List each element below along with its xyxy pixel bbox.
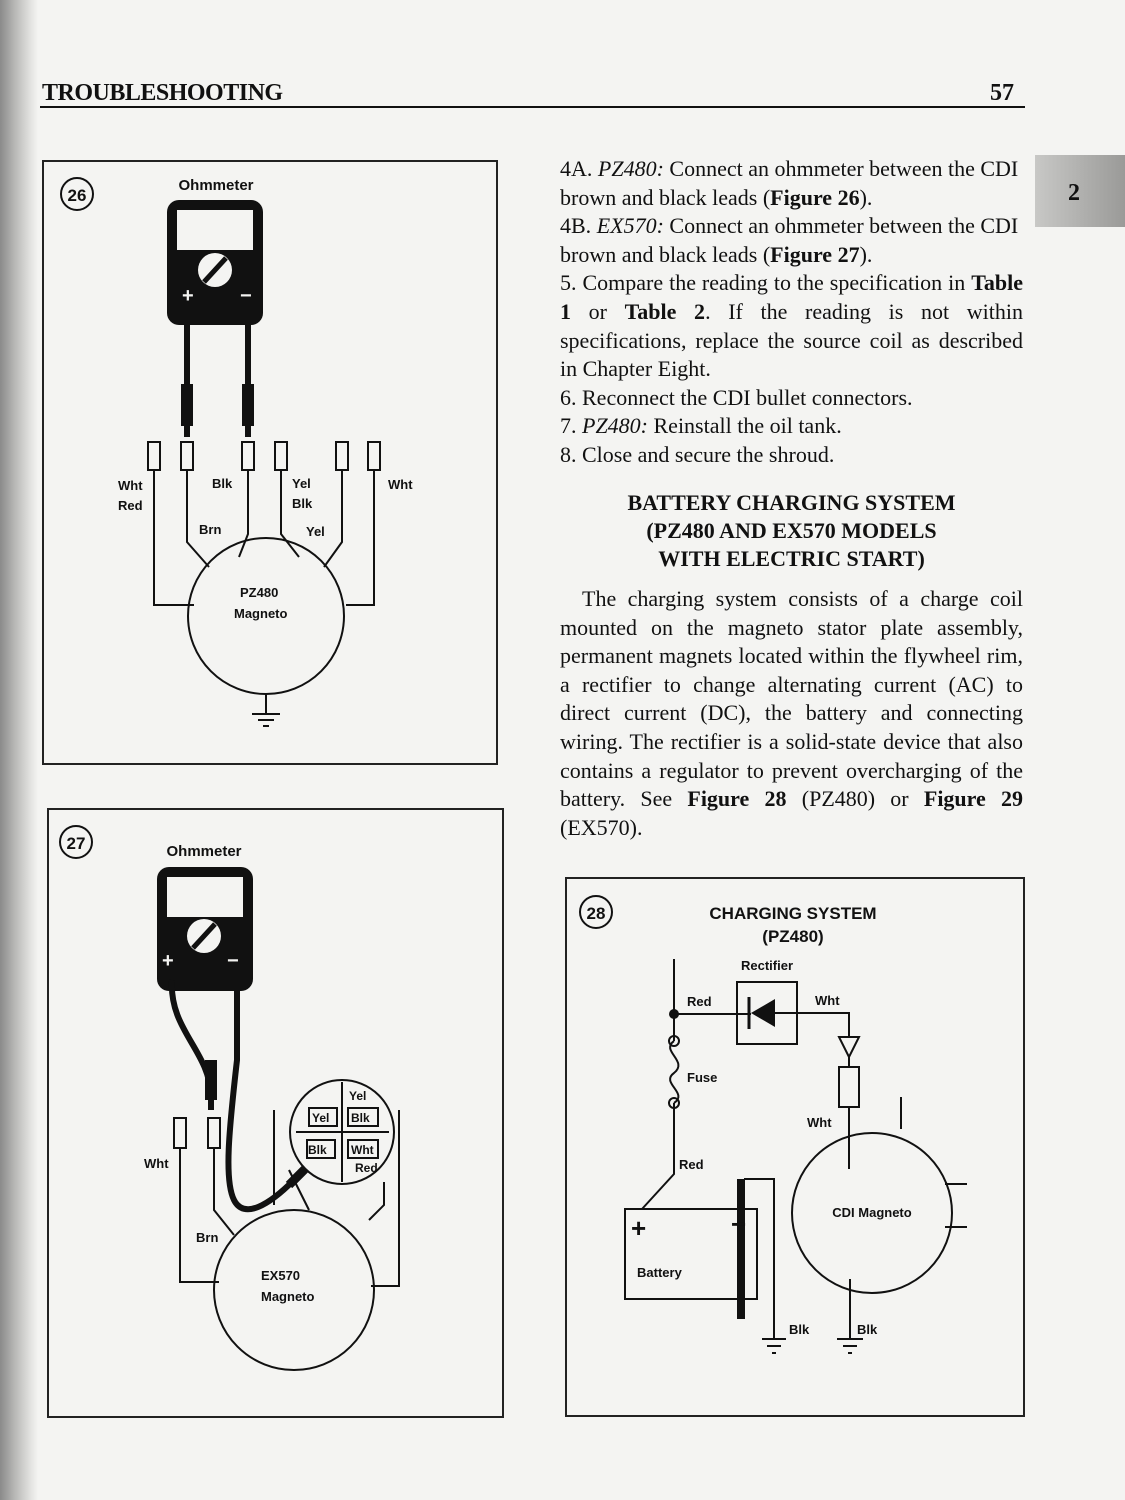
- battery-label: Battery: [637, 1265, 683, 1280]
- fuse-label: Fuse: [687, 1070, 717, 1085]
- page-binding-shadow: [0, 0, 38, 1500]
- figure-number: 27: [67, 834, 86, 853]
- section-heading-line-1: BATTERY CHARGING SYSTEM: [627, 490, 956, 515]
- negative-probe-lead: [225, 980, 297, 1213]
- chart-title-line-1: CHARGING SYSTEM: [709, 904, 876, 923]
- bullet-connector: [838, 1066, 860, 1108]
- wire-label-brn: Brn: [199, 522, 221, 537]
- magneto-label-1: PZ480: [240, 585, 278, 600]
- battery: [624, 1208, 758, 1300]
- section-heading: BATTERY CHARGING SYSTEM (PZ480 AND EX570…: [560, 489, 1023, 573]
- ex570-magneto: [213, 1209, 375, 1371]
- wire-label-wht-top: Wht: [815, 993, 840, 1008]
- wire-label-blk-left: Blk: [789, 1322, 810, 1337]
- wire-label-red-top: Red: [687, 994, 712, 1009]
- magneto-label-1: EX570: [261, 1268, 300, 1283]
- figure-number: 28: [587, 904, 606, 923]
- pin-label-yel: Yel: [312, 1111, 329, 1125]
- battery-minus-label: −: [731, 1209, 746, 1239]
- battery-plus-label: +: [631, 1213, 646, 1243]
- step-4a: 4A. PZ480: Connect an ohmmeter between t…: [560, 156, 1019, 210]
- wire-label-red-mid: Red: [679, 1157, 704, 1172]
- section-heading-line-3: WITH ELECTRIC START): [658, 546, 925, 571]
- pin-label-yel-outer: Yel: [349, 1089, 366, 1103]
- wire-label-blk-right: Blk: [292, 496, 313, 511]
- step-6: 6. Reconnect the CDI bullet connectors.: [560, 384, 913, 410]
- cdi-magneto-label: CDI Magneto: [832, 1205, 912, 1220]
- rectifier-label: Rectifier: [741, 958, 793, 973]
- minus-terminal-label: −: [227, 950, 239, 972]
- procedure-steps: 4A. PZ480: Connect an ohmmeter between t…: [560, 155, 1023, 470]
- wire-label-yel-bottom: Yel: [306, 524, 325, 539]
- step-4b: 4B. EX570: Connect an ohmmeter between t…: [560, 213, 1019, 267]
- cdi-magneto: [791, 1132, 953, 1294]
- bullet-connector-brn: [207, 1117, 221, 1149]
- step-7: 7. PZ480: Reinstall the oil tank.: [560, 413, 842, 439]
- chapter-tab-label: 2: [1068, 180, 1080, 206]
- connector-arrow: [837, 1036, 861, 1060]
- step-5: 5. Compare the reading to the specificat…: [560, 270, 1024, 382]
- wire-label-brn: Brn: [196, 1230, 218, 1245]
- figure-27: 27 Ohmmeter + − Yel Yel Blk Blk Wht Red: [47, 808, 504, 1418]
- plus-terminal-label: +: [162, 950, 174, 972]
- pin-label-blk: Blk: [308, 1143, 327, 1157]
- minus-terminal-label: −: [240, 285, 252, 307]
- header-rule: [40, 106, 1025, 108]
- charging-wiring: [641, 959, 967, 1324]
- magneto-leads: [179, 1110, 400, 1287]
- charging-system-paragraph: The charging system consists of a charge…: [560, 586, 1024, 840]
- ohmmeter-display: [177, 210, 253, 250]
- pin-label-red: Red: [355, 1161, 378, 1175]
- wire-junction: [669, 1009, 679, 1019]
- magneto-leads: [153, 470, 375, 606]
- figure-number-circle: [579, 895, 613, 929]
- figure-27-diagram: 27 Ohmmeter + − Yel Yel Blk Blk Wht Red: [59, 825, 400, 1371]
- magneto-label-2: Magneto: [234, 606, 288, 621]
- figure-28: 28 CHARGING SYSTEM (PZ480) Rectifier: [565, 877, 1025, 1417]
- figure-number-circle: [59, 825, 93, 859]
- wire-label-wht: Wht: [144, 1156, 169, 1171]
- plus-terminal-label: +: [182, 285, 194, 307]
- wire-label-wht-mid: Wht: [807, 1115, 832, 1130]
- pin-label-wht: Wht: [351, 1143, 374, 1157]
- wire-label-yel-top: Yel: [292, 476, 311, 491]
- wire-label-blk-right: Blk: [857, 1322, 878, 1337]
- figure-28-diagram: 28 CHARGING SYSTEM (PZ480) Rectifier: [579, 895, 967, 1354]
- chart-title-line-2: (PZ480): [762, 927, 823, 946]
- ohmmeter-label: Ohmmeter: [178, 177, 253, 194]
- page-number: 57: [990, 80, 1014, 106]
- bullet-connector-wht: [173, 1117, 187, 1149]
- figure-number: 26: [68, 186, 87, 205]
- ohmmeter-label: Ohmmeter: [166, 843, 241, 860]
- section-heading-line-2: (PZ480 AND EX570 MODELS: [646, 518, 937, 543]
- chapter-tab: [1035, 155, 1125, 227]
- battery-negative-cable: [737, 1179, 745, 1319]
- ground-symbols: [762, 1324, 863, 1354]
- pin-label-blk-top: Blk: [351, 1111, 370, 1125]
- bullet-connectors: [147, 441, 381, 471]
- ohmmeter-display: [167, 877, 243, 917]
- diode-symbol: [751, 999, 775, 1027]
- figure-26-diagram: 26 Ohmmeter + −: [60, 177, 413, 727]
- wire-label-wht-left: Wht: [118, 478, 143, 493]
- step-8: 8. Close and secure the shroud.: [560, 441, 835, 467]
- wire-label-blk: Blk: [212, 476, 233, 491]
- magneto-label-2: Magneto: [261, 1289, 315, 1304]
- figure-number-circle: [60, 177, 94, 211]
- wire-label-wht-right: Wht: [388, 477, 413, 492]
- figure-26: 26 Ohmmeter + −: [42, 160, 498, 765]
- wire-label-red-left: Red: [118, 498, 143, 513]
- running-header-section: TROUBLESHOOTING: [42, 80, 283, 106]
